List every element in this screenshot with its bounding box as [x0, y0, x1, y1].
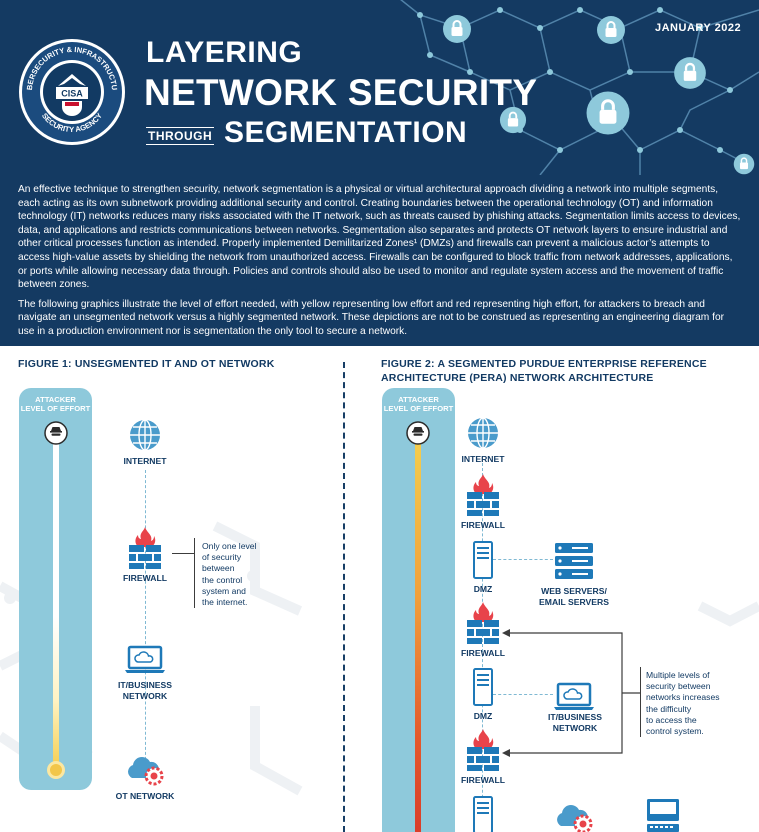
title-line-1: LAYERING — [146, 36, 303, 69]
figure-divider — [343, 362, 345, 832]
lock-icon — [586, 91, 630, 135]
server-icon — [473, 668, 493, 706]
note-line: networks increases — [646, 692, 720, 703]
lock-icon — [674, 57, 706, 89]
note-line: system and — [202, 585, 246, 596]
laptop-cloud-icon — [554, 682, 594, 710]
monitor-icon — [647, 799, 679, 832]
intro-paragraph-1: An effective technique to strengthen sec… — [18, 184, 741, 291]
hacker-icon — [44, 421, 68, 445]
connector-line — [493, 694, 553, 695]
note-line: the difficulty — [646, 703, 692, 714]
figure-2-title-line-1: FIGURE 2: A SEGMENTED PURDUE ENTERPRISE … — [381, 358, 707, 370]
intro-paragraph-2: The following graphics illustrate the le… — [18, 298, 725, 337]
label-firewall: FIREWALL — [123, 573, 167, 583]
cloud-gear-icon — [557, 805, 593, 832]
label-dmz-1: DMZ — [473, 584, 493, 594]
firewall-icon — [467, 729, 499, 771]
note-rule-fig2 — [640, 667, 641, 737]
label-web-line1: WEB SERVERS/ — [541, 586, 607, 596]
effort-bar-fig2 — [415, 432, 421, 832]
note-line: Multiple levels of — [646, 670, 710, 680]
publication-date: JANUARY 2022 — [655, 22, 742, 34]
lock-icon — [499, 106, 527, 134]
note-line: control system. — [646, 726, 704, 737]
label-dmz-2: DMZ — [473, 711, 493, 721]
note-bracket-arrows — [502, 629, 640, 757]
background-network-decoration — [0, 521, 759, 796]
note-line: the internet. — [202, 597, 248, 608]
note-line: of security — [202, 552, 242, 563]
effort-label-line1: ATTACKER — [398, 395, 439, 404]
globe-icon — [468, 417, 498, 449]
connector-line — [145, 470, 146, 770]
effort-label-line1: ATTACKER — [35, 395, 76, 404]
header-banner: JANUARY 2022 CYBERSECURITY & INFRASTRUCT… — [0, 0, 759, 175]
lock-icon — [597, 16, 625, 44]
note-line: to access the — [646, 714, 697, 725]
connector-line — [493, 559, 553, 560]
note-line: security between — [646, 681, 711, 692]
lock-icon — [443, 15, 471, 43]
note-fig1: Only one level of security between the c… — [202, 541, 256, 608]
note-connector — [172, 553, 194, 554]
note-line: the control — [202, 574, 243, 585]
laptop-cloud-icon — [125, 645, 165, 673]
cloud-gear-icon — [128, 757, 164, 786]
intro-section: An effective technique to strengthen sec… — [0, 175, 759, 346]
connector-line — [482, 463, 483, 832]
firewall-icon — [467, 474, 499, 516]
effort-label-line2: LEVEL OF EFFORT — [383, 404, 454, 413]
server-icon — [473, 796, 493, 832]
globe-icon — [130, 419, 160, 451]
label-firewall-2: FIREWALL — [461, 648, 505, 658]
firewall-icon — [467, 602, 499, 644]
note-fig2: Multiple levels of security between netw… — [646, 670, 720, 737]
server-icon — [473, 541, 493, 579]
title-line-2: NETWORK SECURITY — [144, 72, 538, 113]
label-internet: INTERNET — [123, 456, 167, 466]
figure-1-title: FIGURE 1: UNSEGMENTED IT AND OT NETWORK — [18, 358, 275, 370]
note-line: between — [202, 563, 235, 574]
label-web-line2: EMAIL SERVERS — [539, 597, 609, 607]
cisa-seal-icon: CYBERSECURITY & INFRASTRUCTURE SECURITY … — [18, 38, 125, 145]
label-it-line1: IT/BUSINESS — [118, 680, 172, 690]
effort-label-line2: LEVEL OF EFFORT — [20, 404, 91, 413]
figure-2-title-line-2: ARCHITECTURE (PERA) NETWORK ARCHITECTURE — [381, 372, 654, 384]
label-it-line2: NETWORK — [122, 691, 168, 701]
lock-icon — [733, 153, 755, 175]
note-line: Only one level — [202, 541, 257, 551]
svg-text:CISA: CISA — [61, 89, 83, 99]
label-it-line2: NETWORK — [552, 723, 598, 733]
title-through: THROUGH — [146, 127, 215, 145]
hacker-icon — [406, 421, 430, 445]
firewall-icon — [129, 527, 161, 569]
label-it-line1: IT/BUSINESS — [548, 712, 602, 722]
server-rack-icon — [555, 543, 593, 579]
label-firewall-3: FIREWALL — [461, 775, 505, 785]
title-line-3: SEGMENTATION — [224, 116, 468, 149]
low-effort-dot-icon — [47, 761, 65, 779]
label-firewall-1: FIREWALL — [461, 520, 505, 530]
label-internet: INTERNET — [461, 454, 505, 464]
label-ot-network: OT NETWORK — [115, 791, 175, 801]
note-rule-fig1 — [194, 538, 195, 608]
effort-bar-fig1 — [53, 432, 59, 767]
